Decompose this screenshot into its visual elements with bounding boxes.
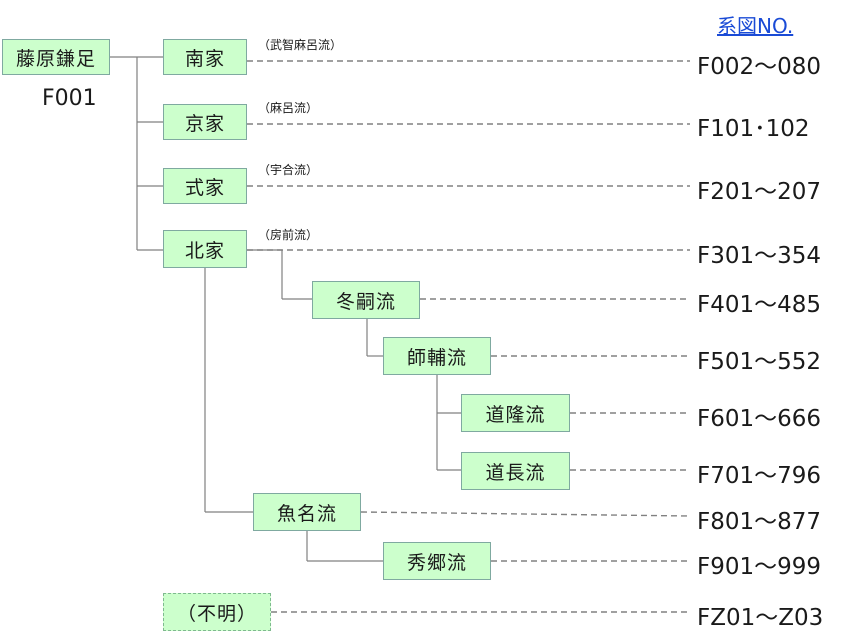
line-box-michitaka[interactable]: 道隆流 <box>461 394 570 432</box>
family-label: 式家 <box>184 176 225 199</box>
line-box-uona[interactable]: 魚名流 <box>253 493 361 531</box>
unknown-label: （不明） <box>176 602 257 625</box>
root-code: F001 <box>42 86 97 111</box>
code-hokke: F301〜354 <box>697 243 822 269</box>
family-box-hokke[interactable]: 北家 <box>163 230 247 268</box>
code-michinaga: F701〜796 <box>697 463 822 489</box>
code-morosuke: F501〜552 <box>697 349 822 375</box>
family-label: 京家 <box>184 112 225 135</box>
unknown-box[interactable]: （不明） <box>163 593 271 631</box>
family-label: 北家 <box>184 239 225 262</box>
line-box-michinaga[interactable]: 道長流 <box>461 452 570 490</box>
family-note-kyoke: （麻呂流） <box>258 101 319 115</box>
line-label: 冬嗣流 <box>335 290 396 313</box>
family-label: 南家 <box>184 47 225 70</box>
line-label: 師輔流 <box>406 346 467 369</box>
line-label: 魚名流 <box>276 502 337 525</box>
code-hidesato: F901〜999 <box>697 554 822 580</box>
code-uona: F801〜877 <box>697 509 822 535</box>
code-shikike: F201〜207 <box>697 179 822 205</box>
family-box-kyoke[interactable]: 京家 <box>163 104 247 140</box>
family-note-hokke: （房前流） <box>258 228 319 242</box>
code-kyoke: F101･102 <box>697 116 810 142</box>
family-note-shikike: （宇合流） <box>258 163 319 177</box>
root-label: 藤原鎌足 <box>15 47 96 70</box>
line-label: 道隆流 <box>485 403 546 426</box>
code-unknown: FZ01〜Z03 <box>697 605 824 631</box>
line-box-fuyutsugu[interactable]: 冬嗣流 <box>312 281 420 319</box>
keizu-no-header-link[interactable]: 系図NO. <box>717 14 794 38</box>
line-label: 秀郷流 <box>406 551 467 574</box>
code-fuyutsugu: F401〜485 <box>697 292 822 318</box>
root-box-fujiwara-kamatari[interactable]: 藤原鎌足 <box>2 39 110 75</box>
line-label: 道長流 <box>485 461 546 484</box>
line-box-morosuke[interactable]: 師輔流 <box>383 337 491 375</box>
code-nanke: F002〜080 <box>697 54 822 80</box>
family-note-nanke: （武智麻呂流） <box>258 38 343 52</box>
family-box-shikike[interactable]: 式家 <box>163 168 247 204</box>
line-box-hidesato[interactable]: 秀郷流 <box>383 542 491 580</box>
family-box-nanke[interactable]: 南家 <box>163 39 247 75</box>
code-michitaka: F601〜666 <box>697 406 822 432</box>
